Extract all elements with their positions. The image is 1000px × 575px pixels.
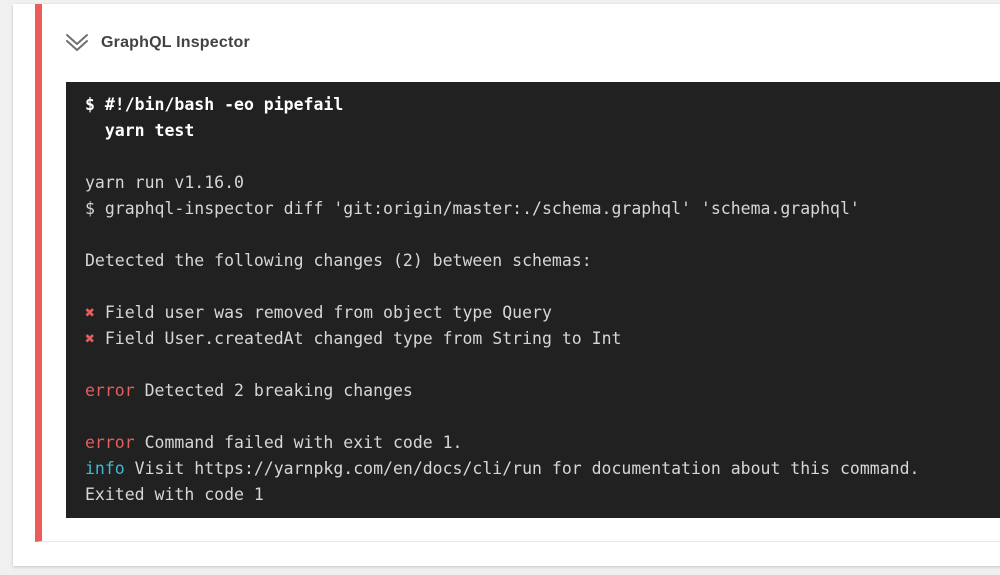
terminal-segment-text: Detected 2 breaking changes (144, 381, 413, 400)
chevron-double-down-icon[interactable] (63, 31, 91, 55)
terminal-segment-info: info (85, 459, 135, 478)
terminal-segment-error: error (85, 433, 145, 452)
terminal-segment-error: ✖ (85, 329, 105, 348)
terminal-line: Exited with code 1 (85, 482, 1000, 508)
terminal-blank-line (85, 274, 1000, 300)
terminal-segment-bold: yarn test (85, 121, 195, 140)
terminal-line: $ #!/bin/bash -eo pipefail (85, 92, 1000, 118)
terminal-blank-line (85, 144, 1000, 170)
terminal-segment-bold: $ #!/bin/bash -eo pipefail (85, 95, 344, 114)
terminal-segment-error: error (85, 381, 145, 400)
terminal-line: $ graphql-inspector diff 'git:origin/mas… (85, 196, 1000, 222)
build-step-card: GraphQL Inspector $ #!/bin/bash -eo pipe… (13, 4, 1000, 566)
terminal-line: yarn test (85, 118, 1000, 144)
terminal-line: Detected the following changes (2) betwe… (85, 248, 1000, 274)
terminal-line: error Detected 2 breaking changes (85, 378, 1000, 404)
terminal-segment-text: Detected the following changes (2) betwe… (85, 251, 592, 270)
terminal-output: $ #!/bin/bash -eo pipefail yarn test yarn… (66, 82, 1000, 518)
terminal-blank-line (85, 352, 1000, 378)
terminal-blank-line (85, 222, 1000, 248)
failed-step-section: GraphQL Inspector $ #!/bin/bash -eo pipe… (35, 4, 1000, 542)
terminal-segment-text: Exited with code 1 (85, 485, 264, 504)
terminal-segment-text: Visit https://yarnpkg.com/en/docs/cli/ru… (134, 459, 920, 478)
terminal-segment-text: yarn run v1.16.0 (85, 173, 244, 192)
terminal-segment-text: Command failed with exit code 1. (144, 433, 463, 452)
terminal-line: ✖ Field User.createdAt changed type from… (85, 326, 1000, 352)
terminal-segment-text: Field user was removed from object type … (104, 303, 552, 322)
step-title: GraphQL Inspector (101, 34, 250, 51)
terminal-segment-error: ✖ (85, 303, 105, 322)
terminal-line: error Command failed with exit code 1. (85, 430, 1000, 456)
terminal-segment-text: $ graphql-inspector diff 'git:origin/mas… (85, 199, 860, 218)
terminal-line: yarn run v1.16.0 (85, 170, 1000, 196)
terminal-segment-text: Field User.createdAt changed type from S… (104, 329, 622, 348)
terminal-line: info Visit https://yarnpkg.com/en/docs/c… (85, 456, 1000, 482)
step-header[interactable]: GraphQL Inspector (42, 4, 1000, 82)
terminal-blank-line (85, 404, 1000, 430)
terminal-line: ✖ Field user was removed from object typ… (85, 300, 1000, 326)
